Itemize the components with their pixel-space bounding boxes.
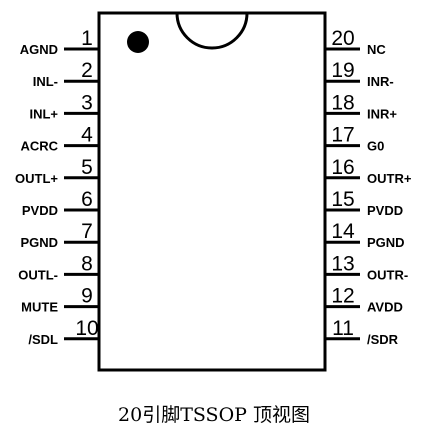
pin-number-right: 11 [332, 317, 354, 340]
pin-number-left: 6 [81, 188, 93, 211]
pin-label-right: AVDD [367, 300, 403, 315]
pin-label-left: INL- [33, 74, 58, 89]
pin-label-left: INL+ [29, 106, 58, 121]
pin-label-left: OUTL- [18, 267, 58, 282]
pin-label-right: G0 [367, 139, 384, 154]
pin1-indicator-dot [127, 31, 149, 53]
pin-label-right: INR- [367, 74, 394, 89]
pin-number-right: 20 [331, 27, 354, 50]
pin-number-left: 4 [81, 124, 93, 147]
pin-number-right: 18 [331, 91, 354, 114]
pin-label-left: ACRC [20, 139, 58, 154]
pin-label-left: PGND [20, 235, 58, 250]
pin-label-left: MUTE [21, 300, 58, 315]
pin-label-left: PVDD [22, 203, 58, 218]
pin-number-right: 15 [331, 188, 354, 211]
pin-label-right: /SDR [367, 332, 399, 347]
pin-number-right: 13 [331, 252, 354, 275]
pin-label-right: INR+ [367, 106, 397, 121]
pin-label-left: OUTL+ [15, 171, 58, 186]
pin-label-right: PVDD [367, 203, 403, 218]
chip-notch [175, 12, 249, 50]
pin-label-right: OUTR- [367, 267, 408, 282]
pin-label-right: OUTR+ [367, 171, 412, 186]
pin-number-right: 12 [331, 285, 354, 308]
pin-number-left: 9 [81, 285, 93, 308]
pin-number-left: 8 [81, 252, 93, 275]
pin-label-right: PGND [367, 235, 405, 250]
pin-label-left: AGND [20, 42, 58, 57]
chip-body [97, 11, 327, 372]
pin-number-right: 17 [331, 124, 354, 147]
pin-number-left: 5 [81, 156, 93, 179]
pin-number-right: 19 [331, 59, 354, 82]
pin-number-left: 10 [75, 317, 98, 340]
pin-number-left: 3 [81, 91, 93, 114]
pin-number-left: 1 [81, 27, 93, 50]
pin-number-left: 7 [81, 220, 93, 243]
diagram-caption: 20引脚TSSOP 顶视图 [118, 404, 310, 426]
pin-number-right: 16 [331, 156, 354, 179]
pin-number-left: 2 [81, 59, 93, 82]
pin-number-right: 14 [331, 220, 355, 243]
pin-label-right: NC [367, 42, 386, 57]
pin-label-left: /SDL [28, 332, 58, 347]
